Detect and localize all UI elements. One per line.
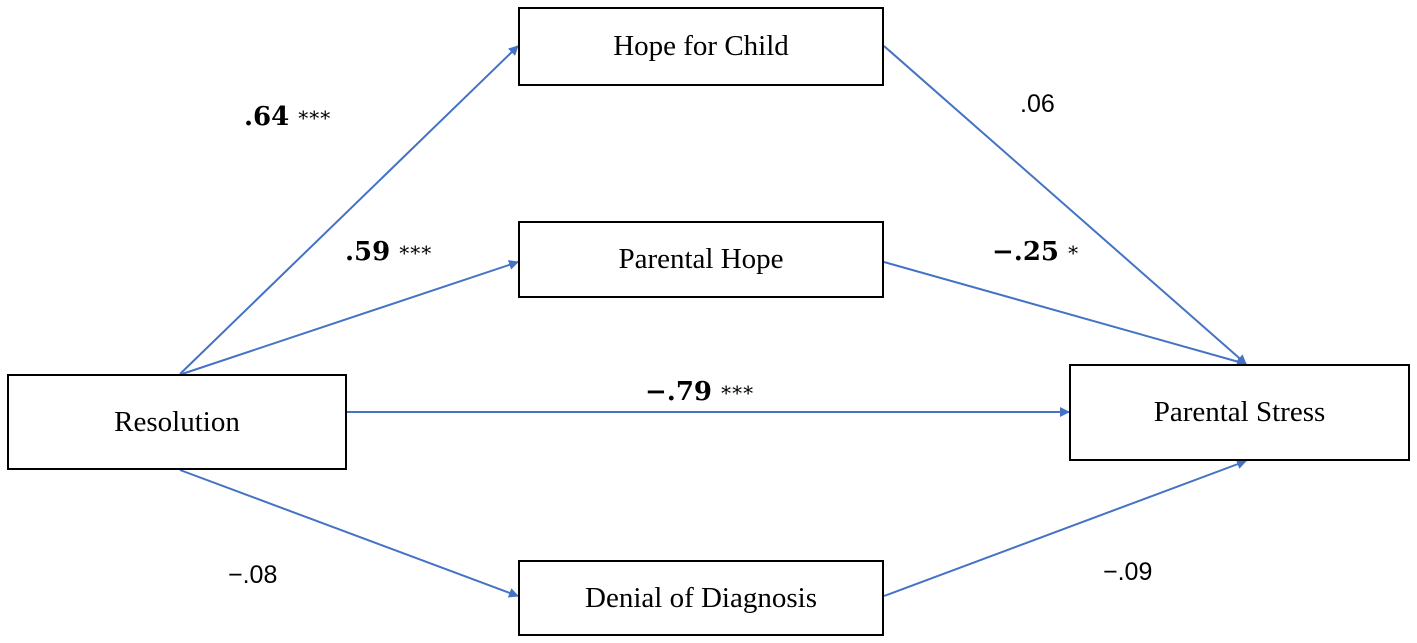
node-parental-stress: Parental Stress [1069, 364, 1410, 461]
arrow-hope-for-child-to-parental-stress [883, 45, 1247, 365]
node-parental-hope: Parental Hope [518, 221, 884, 298]
coef-resolution-to-hope-for-child: .64 *** [244, 102, 331, 132]
node-resolution: Resolution [7, 374, 347, 470]
node-hope-for-child-label: Hope for Child [613, 30, 789, 62]
coef-value: −.09 [1103, 558, 1153, 586]
coef-significance: * [1068, 241, 1080, 265]
coef-significance: *** [399, 241, 433, 265]
node-denial-of-diagnosis: Denial of Diagnosis [518, 560, 884, 636]
node-resolution-label: Resolution [114, 405, 240, 438]
node-denial-of-diagnosis-label: Denial of Diagnosis [585, 581, 817, 614]
coef-hope-for-child-to-parental-stress: .06 [1020, 90, 1055, 119]
coef-value: .59 [345, 237, 391, 267]
arrow-parental-hope-to-parental-stress [883, 261, 1247, 367]
coef-value: −.79 [645, 377, 713, 407]
node-parental-stress-label: Parental Stress [1153, 396, 1326, 428]
coef-resolution-to-parental-stress: −.79 *** [645, 377, 754, 407]
node-hope-for-child: Hope for Child [518, 7, 884, 86]
coef-value: −.25 [992, 237, 1060, 267]
coef-resolution-to-denial: −.08 [228, 561, 277, 590]
coef-value: −.08 [228, 561, 278, 589]
coef-denial-to-parental-stress: −.09 [1103, 558, 1152, 587]
arrow-resolution-to-parental-hope [181, 260, 519, 375]
arrow-denial-to-parental-stress [883, 459, 1247, 597]
arrow-resolution-to-hope-for-child [179, 45, 519, 375]
coef-value: .64 [244, 102, 290, 132]
coef-parental-hope-to-parental-stress: −.25 * [992, 237, 1079, 267]
node-parental-hope-label: Parental Hope [618, 243, 784, 275]
coef-significance: *** [298, 106, 332, 130]
arrow-resolution-to-denial [179, 469, 519, 598]
coef-resolution-to-parental-hope: .59 *** [345, 237, 432, 267]
coef-value: .06 [1020, 90, 1055, 118]
coef-significance: *** [721, 381, 755, 405]
